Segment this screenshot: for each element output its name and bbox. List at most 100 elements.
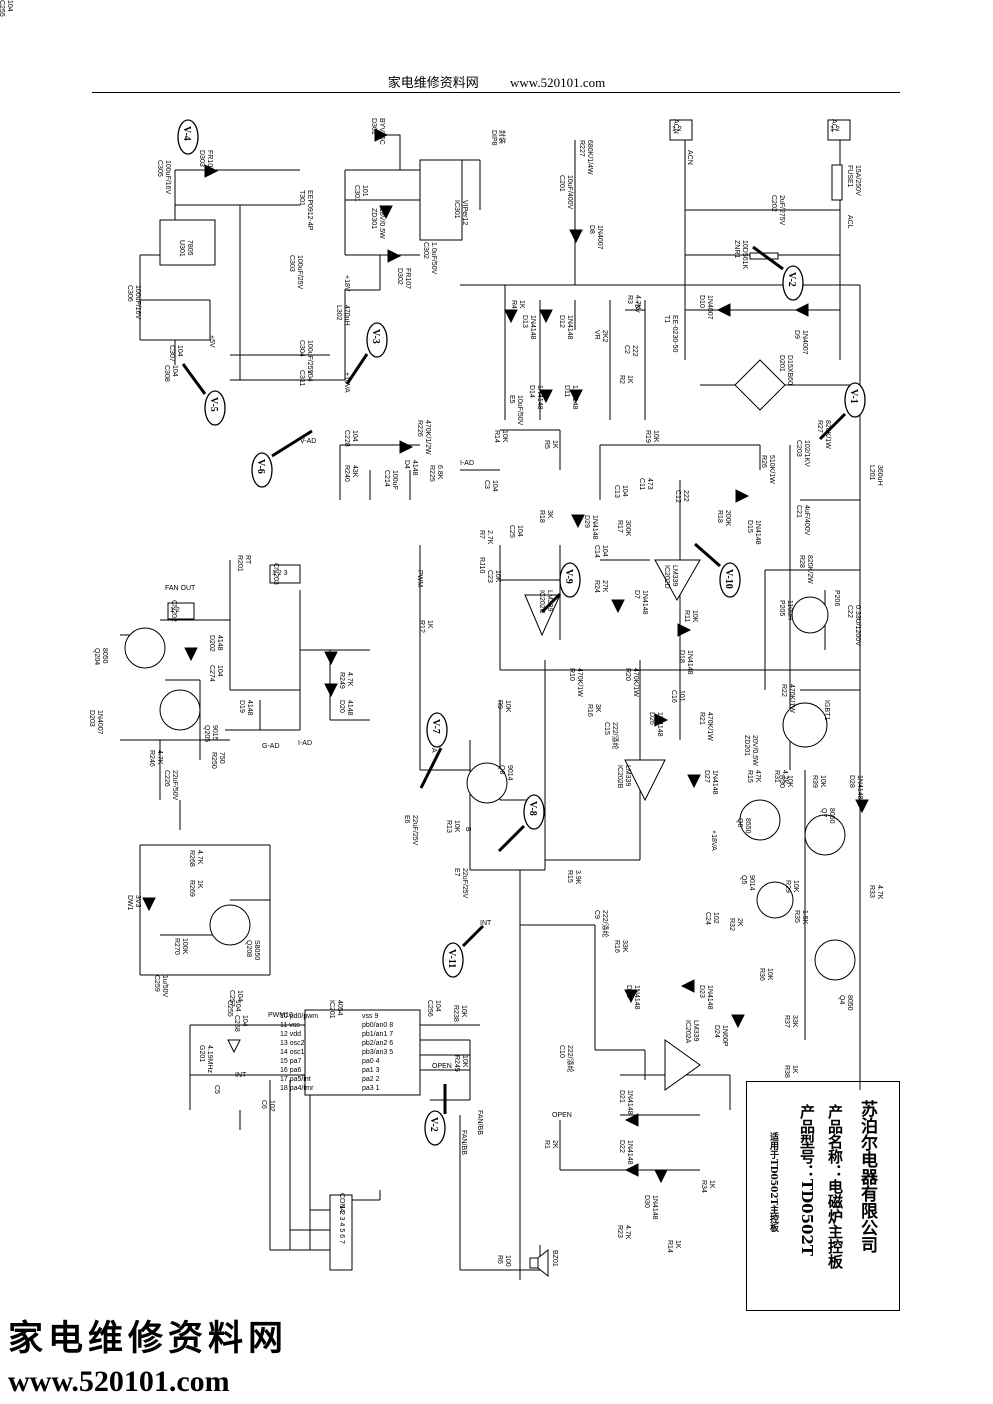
- net-label: I-AD: [298, 740, 312, 747]
- probe-label: V-3: [370, 329, 381, 344]
- diode-d13: [504, 309, 518, 324]
- component-value: 1N4148: [536, 385, 543, 410]
- component-value: 470K/1W: [706, 712, 713, 741]
- igbt-symbol: [782, 702, 828, 748]
- component-value: 1N4007: [801, 330, 808, 355]
- component-ref: D26: [648, 712, 655, 725]
- component-value: 1N4148: [711, 770, 718, 795]
- component-value: 104: [216, 665, 223, 677]
- probe-label: V-7: [430, 719, 441, 734]
- component-value: 10K: [501, 430, 508, 443]
- component-ref: R269: [188, 880, 195, 897]
- component-value: 100uF/16V: [164, 160, 171, 195]
- component-value: 104: [236, 990, 243, 1002]
- component-ref: R26: [760, 455, 767, 468]
- component-ref: IC202C: [538, 590, 545, 614]
- title-product-name: 产品名称：电磁炉主控板: [826, 1104, 844, 1269]
- probe-badge: [204, 390, 226, 426]
- comparator-a: [664, 1039, 701, 1091]
- component-ref: E6: [403, 815, 410, 824]
- probe-arrow: [419, 747, 443, 789]
- component-ref: R15: [566, 870, 573, 883]
- component-value: S8050: [253, 940, 260, 960]
- component-ref: D10: [698, 295, 705, 308]
- component-ref: D11: [563, 385, 570, 397]
- component-ref: R27: [816, 420, 823, 433]
- component-value: 222: [682, 490, 689, 502]
- component-ref: R33: [868, 885, 875, 898]
- ic201-pin-right: pb1/an1 7: [362, 1031, 393, 1038]
- component-value: 1N4148: [633, 985, 640, 1010]
- component-value: 10K: [504, 700, 511, 713]
- net-label: V-AD: [300, 438, 316, 445]
- component-value: 1K: [426, 620, 433, 629]
- probe-arrow: [345, 353, 369, 385]
- component-value: 10K: [461, 1055, 468, 1068]
- probe-v-9: V-9: [540, 562, 581, 614]
- component-value: 100uF/25V: [296, 255, 303, 290]
- component-bz01: BZ01: [551, 1250, 558, 1267]
- component-value: 33K: [621, 940, 628, 953]
- component-value: 100: [504, 1255, 511, 1267]
- component-value: 2K2: [601, 330, 608, 343]
- component-value: 470K/1/2W: [424, 420, 431, 455]
- component-value: 104: [491, 480, 498, 492]
- component-value: 102: [712, 912, 719, 924]
- component-ref: IC301: [453, 200, 460, 219]
- component-ref: C311: [298, 370, 305, 386]
- component-value: 1K: [551, 440, 558, 449]
- component-value: LM339: [546, 590, 553, 612]
- component-ref: IC202B: [616, 765, 623, 789]
- component-value: 1N4148: [566, 315, 573, 340]
- diode-d18: [677, 623, 692, 637]
- component-value: 4.7K: [781, 770, 788, 785]
- component-ref: R5: [543, 440, 550, 449]
- net-label: INT: [235, 1072, 247, 1079]
- component-ref: Q8: [498, 765, 505, 774]
- component-value: 1N4007: [706, 295, 713, 320]
- component-value: 750: [218, 752, 225, 764]
- probe-sub-label: A: [430, 748, 437, 753]
- diode-d20: [324, 651, 338, 666]
- component-ref: D18: [678, 650, 685, 663]
- component-ref: R20: [624, 668, 631, 681]
- component-ref: T1: [663, 315, 670, 323]
- diode-d29: [571, 514, 585, 529]
- component-ref: D30: [643, 1195, 650, 1208]
- component-value: 7805: [186, 240, 193, 256]
- component-value: 1K: [518, 300, 525, 309]
- net-label: FAN/BB: [476, 1110, 483, 1135]
- title-block: 苏泊尔电器有限公司 产品名称：电磁炉主控板 产品型号：TD0502T 适用于TD…: [746, 1081, 900, 1311]
- diode-d24: [731, 1014, 745, 1029]
- rail-label: +18VA: [710, 830, 717, 851]
- component-value: 1u/50V: [161, 975, 168, 998]
- component-ref: R246: [148, 750, 155, 767]
- transistor-q4: [814, 939, 856, 981]
- component-value: 10K: [494, 570, 501, 583]
- component-ref: R32: [728, 918, 735, 931]
- component-ref: R16: [586, 704, 593, 717]
- component-value: 2K: [551, 1140, 558, 1149]
